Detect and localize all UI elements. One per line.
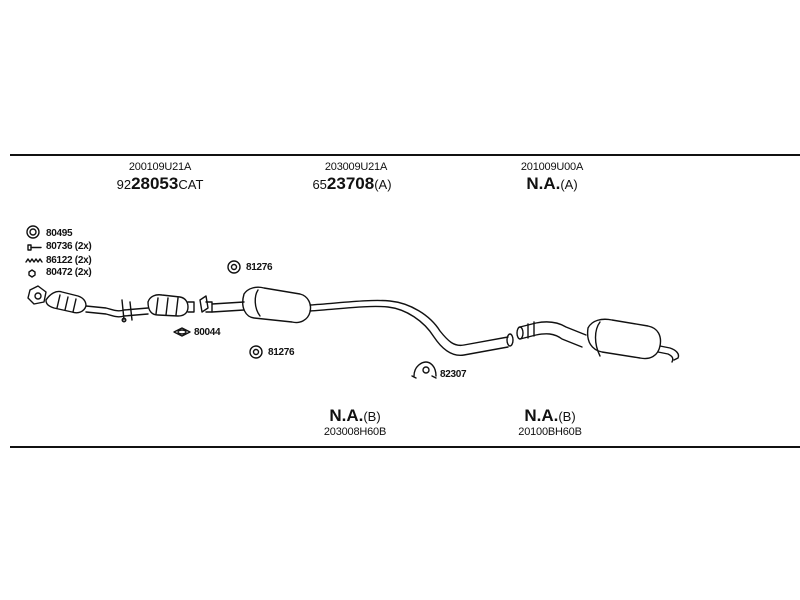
group-4-part-number: N.A.(B): [329, 406, 381, 425]
group-5-code: 20100BH60B: [518, 426, 582, 438]
flange-joint-icon: [199, 295, 213, 313]
gasket-icon: [173, 327, 191, 337]
nut-icon: [28, 269, 36, 278]
bottom-divider-line: [10, 446, 800, 448]
part-label-81276-bottom: 81276: [268, 347, 295, 358]
rear-catalytic-converter: [147, 294, 195, 317]
rear-silencer: [586, 318, 680, 363]
spring-icon: [25, 258, 43, 263]
bolt-icon: [27, 244, 42, 251]
gasket-ring-icon: [26, 225, 40, 239]
centre-silencer: [242, 286, 312, 324]
part-label-82307: 82307: [440, 369, 467, 380]
group-2-code: 203009U21A: [324, 161, 388, 173]
top-divider-line: [10, 154, 800, 156]
group-3-part-number: N.A.(A): [526, 174, 578, 193]
front-pipe-lower: [85, 311, 149, 318]
rear-pipe: [516, 321, 587, 348]
intermediate-pipe: [309, 299, 509, 347]
group-1-part-number: 9228053CAT: [116, 174, 204, 193]
group-1-code: 200109U21A: [128, 161, 192, 173]
part-label-80495: 80495: [46, 228, 73, 239]
rubber-mount-icon-1: [227, 260, 241, 274]
rubber-mount-icon-2: [249, 345, 263, 359]
group-5-part-number: N.A.(B): [524, 406, 576, 425]
part-label-80472: 80472 (2x): [46, 267, 92, 278]
group-4-code: 203008H60B: [323, 426, 387, 438]
group-3-code: 201009U00A: [520, 161, 584, 173]
front-catalytic-converter: [45, 290, 87, 314]
part-label-80044: 80044: [194, 327, 221, 338]
group-2-part-number: 6523708(A): [312, 174, 392, 193]
part-label-81276-top: 81276: [246, 262, 273, 273]
part-label-80736: 80736 (2x): [46, 241, 92, 252]
intermediate-pipe-lower: [309, 305, 509, 356]
front-pipe: [85, 305, 149, 312]
part-label-86122: 86122 (2x): [46, 255, 92, 266]
clamp-icon: [411, 361, 437, 379]
front-flange-icon: [27, 285, 47, 305]
